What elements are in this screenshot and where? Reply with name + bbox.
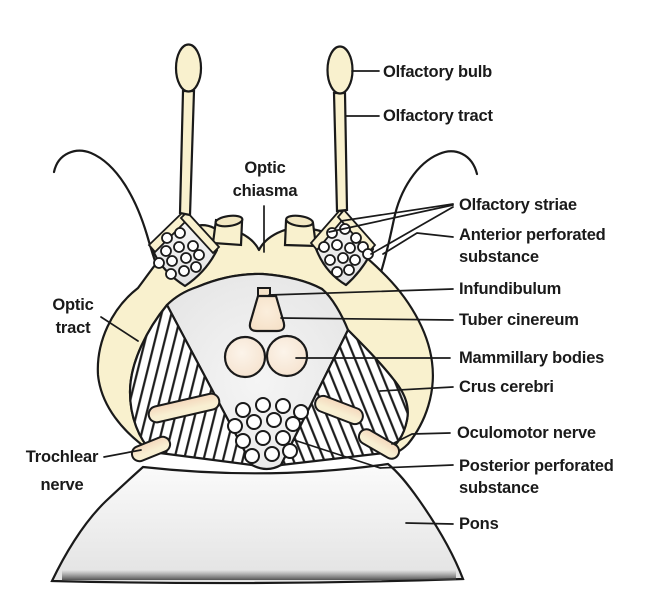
leader-posterior-perforated	[293, 439, 454, 469]
label-olfactory-striae: Olfactory striae	[459, 196, 577, 214]
anterior-perforated-substance-left	[147, 210, 221, 288]
olfactory-tract-left-shape	[174, 43, 203, 217]
posterior-perforated-substance-shape	[227, 397, 309, 464]
leader-infundibulum	[268, 288, 454, 296]
leader-optic-tract	[100, 316, 139, 342]
olfactory-bulb-right-shape	[326, 45, 354, 95]
mammillary-body-right-shape	[265, 334, 309, 378]
label-anterior-perforated-substance: Anterior perforated substance	[459, 226, 606, 266]
label-oculomotor-nerve: Oculomotor nerve	[457, 424, 596, 442]
oculomotor-nerve-band-right	[314, 394, 364, 426]
leader-olfactory-striae-1	[340, 203, 454, 222]
olfactory-tract-right-shape	[326, 45, 354, 213]
label-mammillary-bodies: Mammillary bodies	[459, 349, 605, 367]
label-olfactory-tract: Olfactory tract	[383, 107, 493, 125]
label-olfactory-bulb: Olfactory bulb	[383, 63, 493, 81]
leader-crus-cerebri	[379, 386, 454, 392]
olfactory-bulb-left-shape	[174, 43, 203, 93]
optic-nerve-stump-left	[211, 214, 244, 247]
leader-trochlear-nerve	[103, 449, 142, 458]
infundibulum-shape	[248, 287, 286, 333]
leader-lines	[100, 70, 454, 525]
leader-anterior-perforated	[382, 232, 454, 255]
leader-tuber-cinereum	[280, 317, 454, 321]
pons-bottom-shade	[62, 570, 456, 580]
label-tuber-cinereum: Tuber cinereum	[459, 311, 579, 329]
trochlear-nerve-band-right	[357, 428, 401, 460]
leader-oculomotor-nerve	[391, 432, 451, 445]
label-posterior-perforated-substance: Posterior perforated substance	[459, 457, 614, 497]
label-crus-cerebri: Crus cerebri	[459, 378, 554, 396]
leader-pons	[405, 522, 454, 525]
label-pons: Pons	[459, 515, 499, 533]
leader-olfactory-striae-3	[370, 206, 454, 255]
olfactory-stria-lateral-left	[179, 210, 221, 255]
perforations-left	[153, 227, 205, 280]
label-optic-tract: Optic tract	[52, 296, 94, 337]
pons-shape	[50, 462, 465, 585]
oculomotor-nerve-band-left	[147, 392, 221, 424]
label-infundibulum: Infundibulum	[459, 280, 562, 298]
optic-nerve-stump-right	[283, 214, 318, 248]
trochlear-nerve-band-left	[130, 435, 172, 463]
mammillary-body-left-shape	[223, 335, 267, 379]
leader-olfactory-striae-2	[328, 204, 454, 233]
label-optic-chiasma: Optic chiasma	[232, 159, 298, 200]
label-trochlear-nerve: Trochlear nerve	[25, 448, 99, 494]
